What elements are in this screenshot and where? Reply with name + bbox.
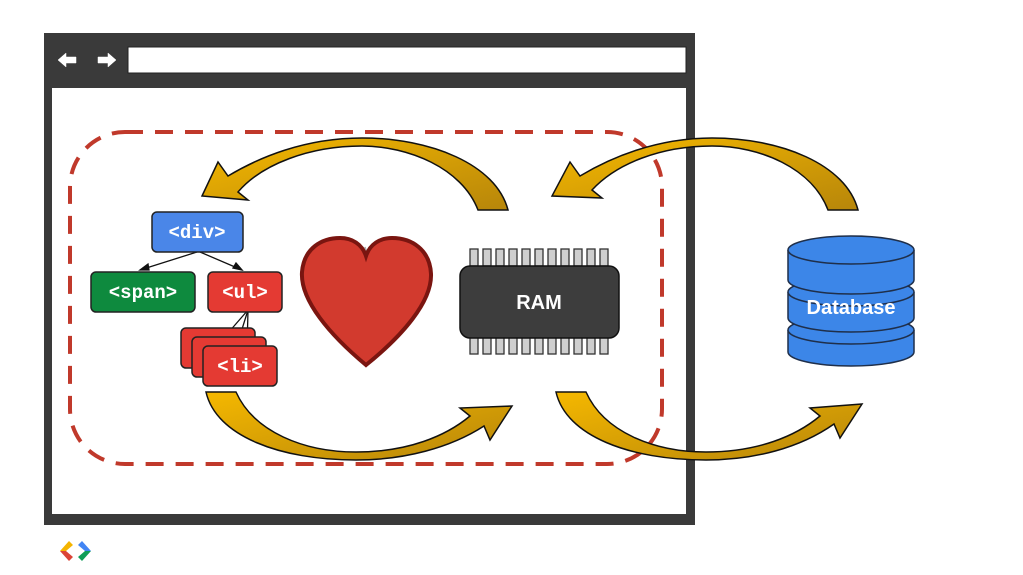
- curved-arrow-ram-to-dom: [200, 137, 509, 211]
- forward-arrow-icon[interactable]: [97, 52, 117, 68]
- dom-node-li-label: <li>: [217, 356, 263, 378]
- dom-node-div: <div>: [151, 211, 244, 253]
- dom-node-ul: <ul>: [207, 271, 283, 313]
- curved-arrow-dom-to-ram: [205, 391, 514, 461]
- address-bar[interactable]: [127, 46, 687, 74]
- back-arrow-icon[interactable]: [57, 52, 77, 68]
- dom-node-ul-label: <ul>: [222, 282, 268, 304]
- ram-label: RAM: [516, 292, 562, 314]
- heart-icon: [299, 235, 434, 368]
- dom-node-span-label: <span>: [109, 282, 177, 304]
- dom-node-span: <span>: [90, 271, 196, 313]
- ram-chip-icon: RAM: [459, 248, 620, 355]
- database-icon: Database: [787, 235, 915, 367]
- curved-arrow-db-to-ram: [550, 137, 859, 211]
- ram-pins-bottom: [469, 336, 609, 355]
- ram-pins-top: [469, 248, 609, 267]
- dom-node-div-label: <div>: [168, 222, 225, 244]
- curved-arrow-ram-to-db: [555, 391, 864, 461]
- database-label: Database: [807, 297, 896, 319]
- chrome-devtools-logo: [60, 541, 91, 561]
- dom-node-li-stack: <li>: [180, 327, 278, 387]
- dom-node-li-front: [202, 345, 278, 387]
- page-memory-region: [68, 130, 664, 466]
